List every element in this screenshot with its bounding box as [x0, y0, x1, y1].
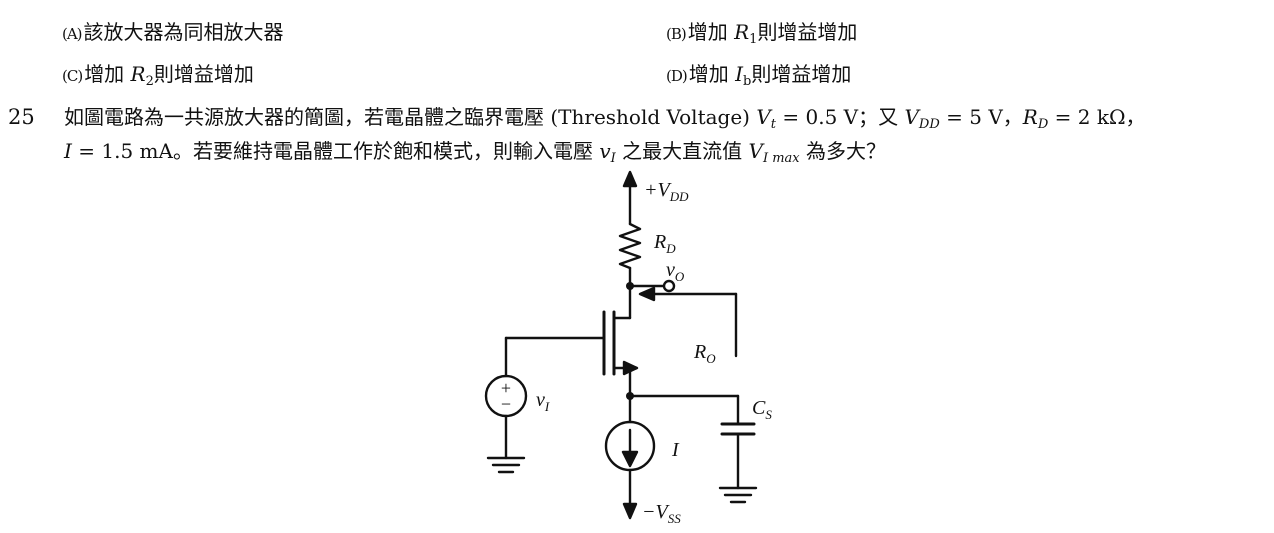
option-b-post: 則增益增加	[757, 20, 858, 44]
vss-label: −VSS	[642, 501, 681, 526]
q1-rd-subscript: D	[1037, 117, 1049, 132]
q1-vt-subscript: t	[770, 117, 777, 132]
option-c-marker: (C)	[62, 67, 83, 85]
option-d-post: 則增益增加	[751, 62, 852, 86]
q2-text-1: = 1.5 mA。若要維持電晶體工作於飽和模式，則輸入電壓	[71, 139, 600, 163]
q2-vmax-symbol: V	[748, 139, 763, 163]
q2-i-symbol: I	[64, 139, 72, 163]
option-d-subscript: b	[743, 74, 752, 89]
cs-capacitor	[720, 394, 756, 490]
vdd-label: +VDD	[644, 179, 689, 204]
cs-label: CS	[752, 397, 772, 422]
q1-vdd-symbol: V	[904, 105, 919, 129]
ground-icon-left	[486, 456, 526, 474]
q2-vi-subscript: I	[610, 151, 616, 166]
vi-label: vI	[536, 389, 550, 414]
question-line-2: I = 1.5 mA。若要維持電晶體工作於飽和模式，則輸入電壓 vI 之最大直流…	[64, 138, 886, 166]
q1-text-4: = 2 kΩ，	[1048, 105, 1146, 129]
q1-text-2: = 0.5 V；又	[776, 105, 905, 129]
q2-text-2: 之最大直流值	[615, 139, 749, 163]
current-direction-arrow	[621, 450, 639, 468]
mosfet-transistor	[602, 310, 639, 398]
vss-arrow	[622, 468, 638, 520]
question-number: 25	[8, 105, 35, 129]
option-d[interactable]: (D)增加 Ib則增益增加	[666, 62, 851, 88]
q1-text-3: = 5 V，	[939, 105, 1023, 129]
circuit-diagram: +VDD RD vO RO + − vI	[484, 170, 772, 526]
option-c-post: 則增益增加	[153, 62, 254, 86]
ro-arrow	[638, 286, 738, 358]
option-d-marker: (D)	[666, 67, 688, 85]
option-b-symbol: R	[734, 20, 750, 44]
option-b-subscript: 1	[749, 32, 758, 47]
option-b-pre: 增加	[687, 20, 735, 44]
vo-terminal	[662, 279, 676, 293]
option-c-pre: 增加	[84, 62, 131, 86]
q2-text-3: 為多大？	[799, 139, 886, 163]
vi-minus-sign: −	[501, 394, 511, 414]
q2-vmax-subscript: I max	[762, 151, 800, 166]
question-line-1: 如圖電路為一共源放大器的簡圖，若電晶體之臨界電壓 (Threshold Volt…	[64, 104, 1146, 132]
option-a-text: 該放大器為同相放大器	[83, 20, 284, 44]
q1-rd-symbol: R	[1022, 105, 1038, 129]
vi-plus-sign: +	[501, 378, 511, 398]
option-b[interactable]: (B)增加 R1則增益增加	[666, 20, 857, 46]
ro-label: RO	[693, 341, 716, 366]
option-a-marker: (A)	[62, 25, 83, 43]
option-c[interactable]: (C)增加 R2則增益增加	[62, 62, 254, 88]
ground-icon-right	[718, 486, 758, 504]
rd-label: RD	[653, 231, 676, 256]
option-b-marker: (B)	[666, 25, 687, 43]
option-d-pre: 增加	[688, 62, 736, 86]
vo-label: vO	[666, 259, 685, 284]
q1-text-1: 如圖電路為一共源放大器的簡圖，若電晶體之臨界電壓 (Threshold Volt…	[64, 105, 757, 129]
q1-vdd-subscript: DD	[918, 117, 940, 132]
vdd-arrow	[622, 170, 638, 226]
rd-resistor	[618, 222, 642, 270]
i-label: I	[671, 439, 680, 461]
option-c-symbol: R	[130, 62, 146, 86]
q2-vi-symbol: v	[599, 139, 611, 163]
option-a[interactable]: (A)該放大器為同相放大器	[62, 20, 284, 46]
option-c-subscript: 2	[145, 74, 154, 89]
option-d-symbol: I	[735, 62, 743, 86]
q1-vt-symbol: V	[756, 105, 771, 129]
